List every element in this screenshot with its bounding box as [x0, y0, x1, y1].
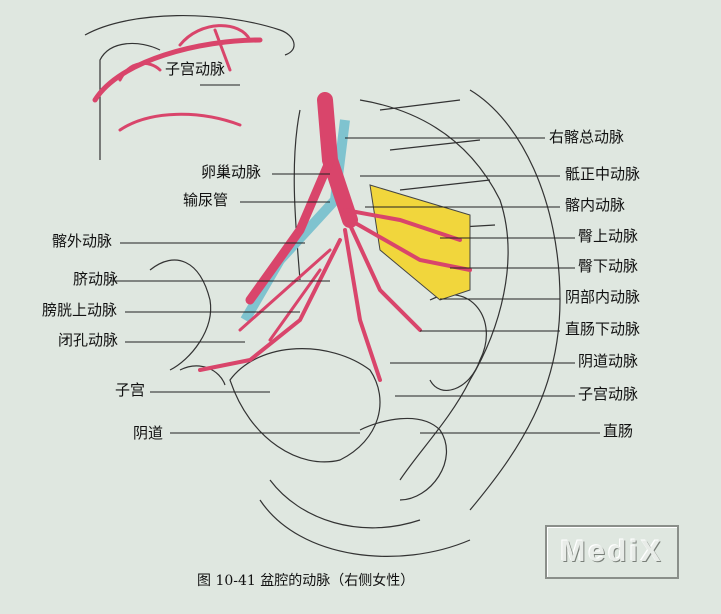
- figure-caption: 图 10-41 盆腔的动脉（右侧女性）: [197, 573, 415, 589]
- label-uterus: 子宫: [115, 381, 146, 399]
- label-inferior-rectal-artery: 直肠下动脉: [565, 320, 641, 338]
- label-internal-pudendal-artery: 阴部内动脉: [565, 288, 641, 306]
- label-external-iliac-artery: 髂外动脉: [52, 232, 113, 250]
- label-median-sacral-artery: 骶正中动脉: [565, 165, 641, 183]
- label-rectum: 直肠: [603, 422, 634, 440]
- label-uterine-artery: 子宫动脉: [578, 385, 639, 403]
- label-ovarian-artery: 卵巢动脉: [201, 163, 262, 181]
- label-obturator-artery: 闭孔动脉: [58, 331, 119, 349]
- label-vaginal-artery: 阴道动脉: [578, 352, 639, 370]
- label-right-common-iliac-artery: 右髂总动脉: [549, 128, 625, 146]
- label-superior-vesical-artery: 膀胱上动脉: [42, 301, 118, 319]
- label-ureter: 输尿管: [183, 191, 229, 209]
- label-vagina: 阴道: [133, 424, 164, 442]
- label-inferior-gluteal-artery: 臀下动脉: [578, 257, 639, 275]
- label-umbilical-artery: 脐动脉: [73, 270, 119, 288]
- label-internal-iliac-artery: 髂内动脉: [565, 196, 626, 214]
- label-superior-gluteal-artery: 臀上动脉: [578, 227, 639, 245]
- medix-watermark: MediX: [545, 525, 679, 579]
- label-inset-uterine-artery: 子宫动脉: [165, 60, 226, 78]
